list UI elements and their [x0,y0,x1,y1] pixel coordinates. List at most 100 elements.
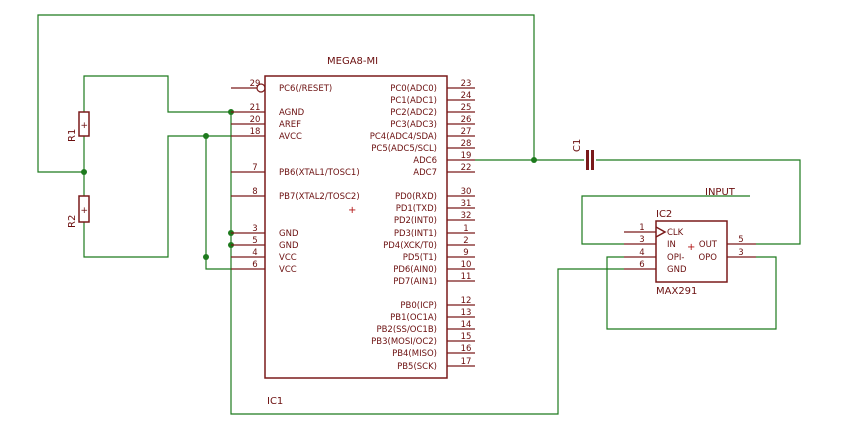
pin-number: 27 [461,127,472,137]
pin-number: 5 [738,235,743,245]
pin-name: PD4(XCK/T0) [383,241,437,251]
pin-name: PD6(AIN0) [393,265,437,275]
pin-number: 19 [461,151,472,161]
c1-label: C1 [572,139,583,152]
pin-number: 29 [250,79,261,89]
clock-triangle-icon [655,226,667,238]
pin-name: VCC [279,253,297,263]
pin-name: AGND [279,108,305,118]
r1-body [78,111,90,137]
r2-body [78,195,90,223]
pin-number: 12 [461,296,472,306]
r2-origin-icon: + [81,206,89,216]
pin-number: 16 [461,344,472,354]
wire-gnd-rail [230,112,624,415]
ic1-name: IC1 [267,396,283,407]
pin-name: ADC7 [413,168,437,178]
pin-number: 4 [252,248,257,258]
r1-origin-icon: + [81,121,89,131]
junction-dot [531,157,537,163]
input-net-label: INPUT [705,187,736,198]
resistor-r1[interactable]: + R1 [67,111,90,142]
pin-name: CLK [667,228,684,238]
pin-name: PB6(XTAL1/TOSC1) [279,168,360,178]
pin-number: 23 [461,79,472,89]
pin-name: PD1(TXD) [396,204,437,214]
wires [37,14,801,415]
r1-label: R1 [67,129,78,142]
pin-name: PC1(ADC1) [390,96,437,106]
pin-name: VCC [279,265,297,275]
pin-name: PD2(INT0) [394,216,437,226]
pin-name: PD0(RXD) [395,192,437,202]
pin-number: 3 [639,235,644,245]
origin-cross-icon: + [348,205,356,216]
pin-name: IN [667,240,676,250]
pin-number: 3 [252,224,257,234]
pin-name: GND [279,241,299,251]
pin-name: PB7(XTAL2/TOSC2) [279,192,360,202]
pin-name: PB0(ICP) [400,301,437,311]
r2-label: R2 [67,215,78,228]
pin-name: PD3(INT1) [394,229,437,239]
pin-number: 6 [639,260,644,270]
pin-number: 6 [252,260,257,270]
wire-c1-out [596,159,801,245]
pin-name: PC3(ADC3) [390,120,437,130]
pin-number: 26 [461,115,472,125]
pin-name: AREF [279,120,301,130]
pin-name: OPI- [667,253,684,263]
pin-number: 7 [252,163,257,173]
junction-dot [203,133,209,139]
wire-opi-opo [606,256,777,330]
pin-number: 22 [461,163,472,173]
ic1-right-pins: 23PC0(ADC0)24PC1(ADC1)25PC2(ADC2)26PC3(A… [370,79,475,372]
ic2-part: MAX291 [656,286,697,297]
pin-name: GND [667,265,687,275]
pin-number: 21 [250,103,261,113]
resistor-r2[interactable]: + R2 [67,195,90,228]
pin-number: 9 [463,248,468,258]
capacitor-c1[interactable]: C1 [572,139,594,170]
pin-name: PB5(SCK) [397,362,437,372]
pin-name: PC2(ADC2) [390,108,437,118]
pin-number: 31 [461,199,472,209]
junction-dot [203,254,209,260]
wire-adc6-divider [37,14,535,173]
pin-name: ADC6 [413,156,437,166]
ic1-body [264,75,448,379]
pin-number: 1 [639,223,644,233]
wire-r2-avcc [83,135,231,258]
pin-number: 18 [250,127,261,137]
pin-name: OUT [699,240,718,250]
